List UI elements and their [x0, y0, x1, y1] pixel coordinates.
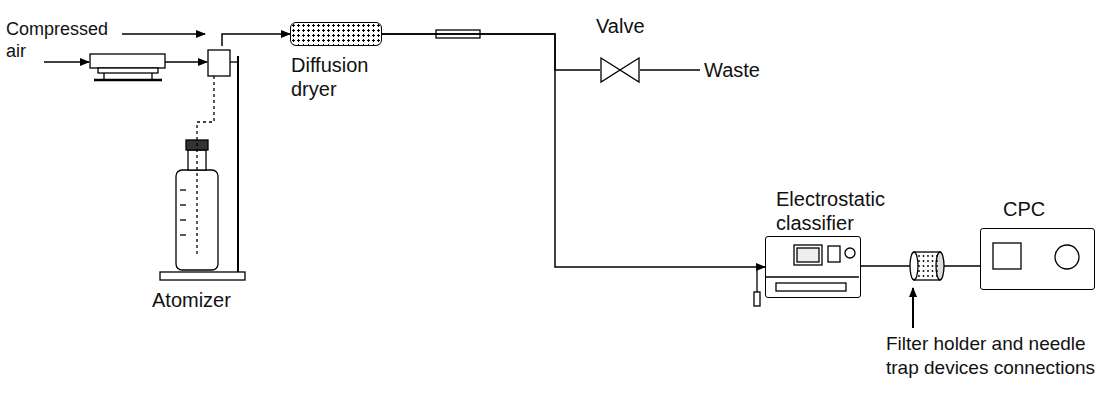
- tube-connector: [222, 34, 290, 46]
- classifier-box: Electrostatic classifier: [765, 236, 861, 298]
- air-feed-arrow: [165, 61, 207, 63]
- inlet-tube: [754, 267, 760, 306]
- atomizer-figure: [160, 50, 245, 280]
- outlet-label: Waste: [704, 58, 760, 82]
- device-label: Atomizer: [152, 288, 231, 312]
- valve-symbol: Valve: [600, 57, 640, 83]
- inlet-label: Compressed air: [6, 18, 124, 62]
- tube-connector: [861, 265, 910, 267]
- device-label: Valve: [596, 14, 645, 38]
- tube-connector: [944, 265, 980, 267]
- air-inlet-arrow: [122, 33, 205, 35]
- waste-line: [640, 69, 700, 71]
- regulator-symbol: [90, 54, 165, 80]
- device-label: Electrostatic classifier: [776, 187, 906, 235]
- valve-outline: [600, 57, 640, 83]
- leader-arrow: [912, 288, 914, 328]
- device-label: Filter holder and needle trap devices co…: [886, 332, 1100, 380]
- device-label: CPC: [1003, 197, 1045, 221]
- cpc-outline: [981, 229, 1096, 291]
- classifier-outline: [766, 237, 862, 299]
- device-label: Diffusion dryer: [291, 53, 391, 101]
- filter-holder-symbol: Filter holder and needle trap devices co…: [910, 252, 944, 280]
- tube-connector: [382, 34, 600, 70]
- filter-outline: [910, 252, 944, 280]
- cpc-box: CPC: [980, 228, 1095, 290]
- atomizer-box: Atomizer: [160, 46, 245, 282]
- tube-connector: [382, 34, 765, 267]
- air-inlet-arrow: [44, 61, 89, 63]
- diffusion-dryer-box: Diffusion dryer: [290, 22, 382, 46]
